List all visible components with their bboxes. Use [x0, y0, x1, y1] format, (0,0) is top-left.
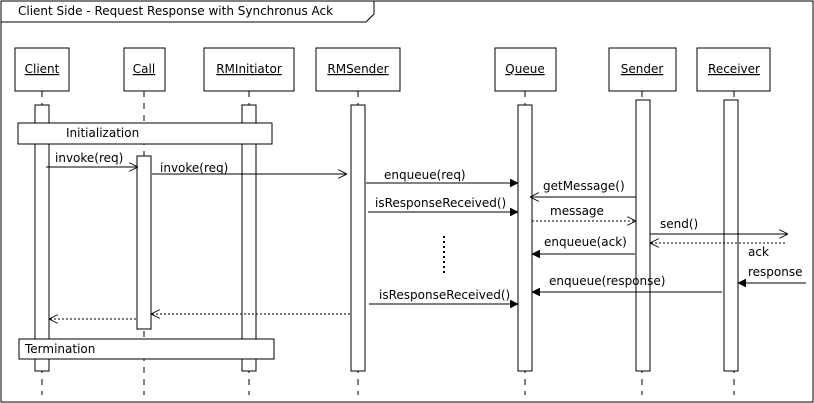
fragment-termination: Termination	[18, 338, 275, 360]
lifeline-queue: Queue	[494, 47, 557, 395]
message-label: enqueue(ack)	[544, 235, 627, 249]
lifeline-head-queue[interactable]	[494, 47, 557, 92]
lifeline-label-call: Call	[133, 62, 155, 76]
message-send: send()	[650, 217, 787, 234]
activation-rminitiator	[241, 104, 257, 372]
message-label: enqueue(response)	[549, 274, 665, 288]
lifeline-rminitiator: RMInitiator	[203, 47, 295, 395]
message-ack: ack	[651, 243, 785, 259]
message-enqueue-response: enqueue(response)	[533, 274, 722, 292]
message-label: isResponseReceived()	[375, 196, 506, 210]
lifeline-receiver: Receiver	[696, 47, 771, 395]
fragment-initialization: Initialization	[17, 122, 273, 145]
message-label: response	[748, 265, 803, 279]
message-is-response-received-2: isResponseReceived()	[369, 288, 517, 304]
lifeline-label-rmsender: RMSender	[327, 62, 388, 76]
lifeline-client: Client	[14, 47, 70, 395]
lifeline-rmsender: RMSender	[315, 47, 401, 395]
lifeline-head-client[interactable]	[14, 47, 70, 92]
message-label: message	[550, 204, 604, 218]
lifeline-label-receiver: Receiver	[708, 62, 760, 76]
fragment-termination-box	[18, 338, 275, 360]
message-label: getMessage()	[543, 179, 625, 193]
message-label: isResponseReceived()	[379, 288, 510, 302]
message-label: send()	[660, 217, 698, 231]
activation-call	[136, 155, 152, 330]
lifeline-sender: Sender	[608, 47, 677, 395]
activation-client	[34, 104, 50, 372]
message-label: invoke(req)	[55, 151, 123, 165]
lifeline-label-client: Client	[25, 62, 60, 76]
lifeline-label-queue: Queue	[505, 62, 544, 76]
fragment-initialization-label: Initialization	[66, 126, 139, 140]
frame-title: Client Side - Request Response with Sync…	[18, 4, 333, 18]
activation-rmsender	[350, 104, 366, 372]
lifeline-head-rmsender[interactable]	[315, 47, 401, 92]
message-enqueue-req: enqueue(req)	[366, 168, 517, 183]
lifeline-head-receiver[interactable]	[696, 47, 771, 92]
message-label: invoke(req)	[160, 161, 228, 175]
message-invoke-req-call: invoke(req)	[152, 161, 346, 175]
lifeline-label-rminitiator: RMInitiator	[216, 62, 282, 76]
fragment-initialization-box	[17, 122, 273, 145]
message-message-return: message	[532, 204, 635, 221]
activation-queue	[517, 104, 533, 372]
message-invoke-req-client: invoke(req)	[46, 151, 137, 167]
activation-receiver	[723, 99, 739, 372]
lifeline-head-sender[interactable]	[608, 47, 677, 92]
message-label: ack	[748, 245, 769, 259]
message-get-message: getMessage()	[531, 179, 636, 197]
message-is-response-received-1: isResponseReceived()	[368, 196, 517, 212]
fragment-termination-label: Termination	[24, 342, 95, 356]
lifeline-head-call[interactable]	[123, 47, 166, 92]
frame-title-tab	[1, 1, 375, 23]
message-response: response	[739, 265, 806, 283]
activation-sender	[635, 99, 651, 372]
lifeline-label-sender: Sender	[621, 62, 664, 76]
message-label: enqueue(req)	[384, 168, 466, 182]
lifeline-head-rminitiator[interactable]	[203, 47, 295, 92]
message-enqueue-ack: enqueue(ack)	[533, 235, 635, 254]
